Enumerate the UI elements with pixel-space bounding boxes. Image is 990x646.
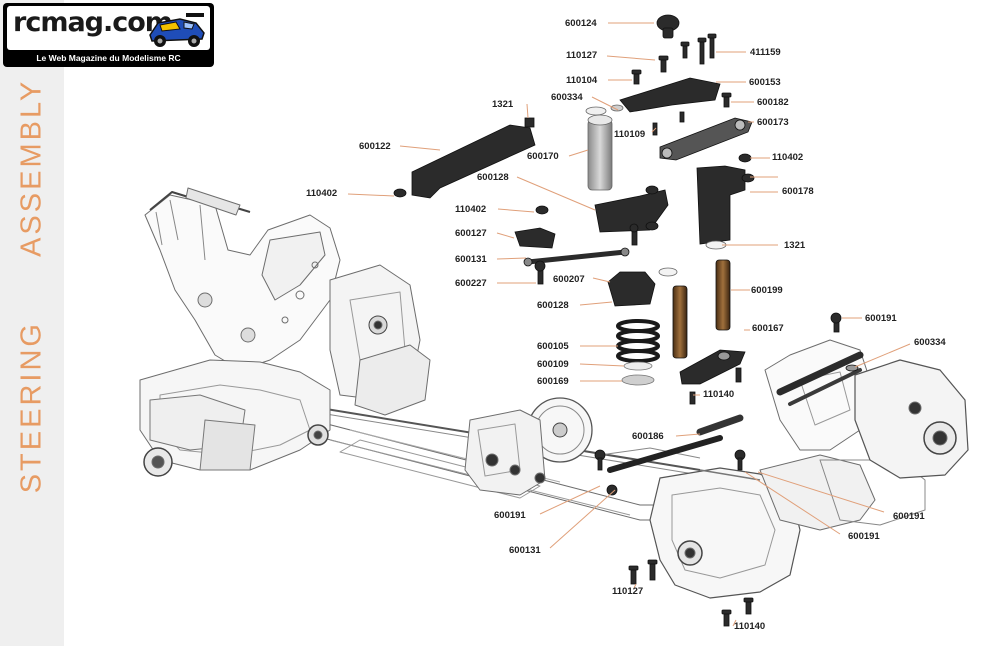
part-label: 600167 bbox=[752, 323, 784, 334]
part-label: 110402 bbox=[772, 152, 804, 163]
light-parts bbox=[585, 104, 727, 277]
leader-lines bbox=[347, 22, 911, 627]
side-band bbox=[0, 0, 64, 646]
part-label: 110140 bbox=[734, 621, 766, 632]
part-label: 110109 bbox=[614, 129, 646, 140]
part-label: 600124 bbox=[565, 18, 597, 29]
steering-parts bbox=[393, 14, 864, 627]
part-label: 600227 bbox=[455, 278, 487, 289]
part-label: 1321 bbox=[784, 240, 806, 251]
part-label: 600131 bbox=[455, 254, 487, 265]
chassis-line-art bbox=[139, 187, 969, 599]
site-logo[interactable]: rcmag.com Le Web Magazine du Modelisme R… bbox=[3, 3, 214, 67]
part-label: 600191 bbox=[865, 313, 897, 324]
part-label: 600153 bbox=[749, 77, 781, 88]
logo-tagline: Le Web Magazine du Modelisme RC bbox=[36, 53, 181, 63]
part-label: 600122 bbox=[359, 141, 391, 152]
part-label: 110140 bbox=[703, 389, 735, 400]
logo-wordmark: rcmag.com bbox=[13, 7, 173, 38]
part-label: 600191 bbox=[893, 511, 925, 522]
part-label: 600191 bbox=[494, 510, 526, 521]
part-label: 600105 bbox=[537, 341, 569, 352]
part-label: 411159 bbox=[750, 47, 781, 58]
part-label: 600173 bbox=[757, 117, 789, 128]
part-label: 600131 bbox=[509, 545, 541, 556]
part-label: 600182 bbox=[757, 97, 789, 108]
part-label: 600191 bbox=[848, 531, 880, 542]
part-label: 600170 bbox=[527, 151, 559, 162]
part-label: 110127 bbox=[612, 586, 644, 597]
part-label: 600199 bbox=[751, 285, 783, 296]
part-label: 110402 bbox=[455, 204, 487, 215]
part-label: 600128 bbox=[537, 300, 569, 311]
part-label: 600207 bbox=[553, 274, 585, 285]
part-label: 1321 bbox=[492, 99, 514, 110]
part-label: 600127 bbox=[455, 228, 487, 239]
part-label: 600169 bbox=[537, 376, 569, 387]
rc-car-icon bbox=[149, 13, 205, 47]
part-label: 600334 bbox=[551, 92, 583, 103]
part-label: 600186 bbox=[632, 431, 664, 442]
part-label: 600109 bbox=[537, 359, 569, 370]
part-label: 110402 bbox=[306, 188, 338, 199]
part-label: 600334 bbox=[914, 337, 946, 348]
part-label: 110127 bbox=[566, 50, 598, 61]
part-label: 600128 bbox=[477, 172, 509, 183]
part-label: 110104 bbox=[566, 75, 598, 86]
part-label: 600178 bbox=[782, 186, 814, 197]
